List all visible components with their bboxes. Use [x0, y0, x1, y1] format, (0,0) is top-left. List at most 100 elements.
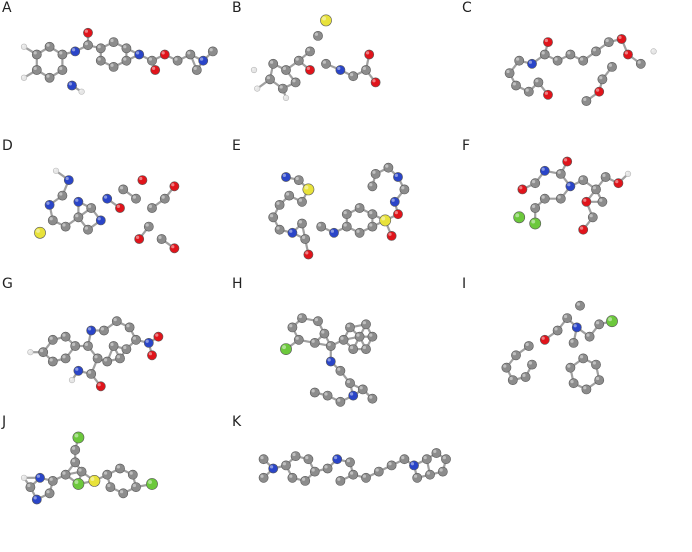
panel-h: H	[230, 276, 460, 414]
atom	[287, 322, 298, 333]
atom	[571, 322, 582, 333]
atom	[250, 66, 258, 74]
atom	[172, 55, 183, 66]
atom-highlight	[148, 57, 152, 61]
atom-highlight	[113, 317, 117, 322]
atom	[268, 463, 279, 474]
atom-highlight	[541, 336, 545, 340]
molecule-model	[280, 313, 378, 407]
atom	[594, 86, 605, 97]
molecule-model	[513, 156, 632, 235]
atom	[44, 41, 55, 52]
atom-highlight	[519, 186, 523, 190]
atom	[268, 58, 279, 69]
atom-highlight	[148, 352, 152, 356]
atom	[63, 175, 74, 185]
atom	[409, 460, 419, 471]
atom-highlight	[135, 51, 140, 55]
atom	[191, 65, 202, 75]
atom-highlight	[327, 358, 331, 362]
atom	[581, 196, 592, 207]
atoms	[513, 156, 632, 235]
atom	[348, 469, 359, 480]
atom	[600, 172, 611, 182]
atom	[297, 313, 307, 323]
atom-highlight	[49, 336, 53, 340]
atom-highlight	[525, 342, 529, 346]
atom	[335, 476, 346, 486]
atom-highlight	[298, 198, 302, 202]
atom	[539, 334, 550, 345]
atom-highlight	[171, 183, 175, 187]
atom	[552, 325, 563, 336]
atom-highlight	[103, 358, 108, 362]
atom-highlight	[269, 214, 274, 218]
atom	[539, 165, 550, 176]
panel-f: F	[460, 138, 690, 276]
atom	[52, 167, 60, 174]
atom-highlight	[78, 468, 82, 472]
atom	[20, 74, 28, 81]
atom	[504, 68, 515, 78]
atom	[159, 49, 170, 60]
atom-highlight	[413, 474, 418, 478]
panel-label: I	[462, 276, 467, 292]
atom	[341, 209, 352, 220]
atom	[523, 86, 534, 97]
atom	[134, 234, 145, 244]
atom	[616, 34, 627, 44]
atom	[300, 234, 311, 244]
atom	[623, 49, 633, 60]
atom-highlight	[284, 95, 286, 98]
atom-highlight	[79, 89, 82, 92]
atom	[367, 209, 378, 220]
atom	[520, 372, 531, 382]
atom	[361, 319, 371, 330]
atom	[147, 350, 157, 361]
molecule-model	[268, 162, 410, 260]
atom-highlight	[439, 468, 443, 472]
atom	[44, 200, 55, 210]
atom-highlight	[512, 352, 516, 356]
atom	[555, 193, 566, 204]
atom-highlight	[282, 66, 286, 70]
atom-highlight	[116, 465, 120, 469]
atom-highlight	[84, 342, 88, 346]
atom-highlight	[583, 97, 587, 101]
atom	[578, 224, 589, 235]
atom	[111, 316, 122, 327]
atom-highlight	[327, 342, 331, 346]
atom	[321, 58, 331, 69]
atom	[325, 341, 336, 351]
atom	[565, 49, 576, 60]
atom-highlight	[369, 333, 373, 337]
atom	[303, 454, 314, 465]
atom	[95, 381, 106, 392]
atom-highlight	[110, 342, 114, 346]
panel-label: C	[462, 0, 472, 16]
atom	[335, 65, 346, 75]
atom	[277, 83, 288, 94]
atom-highlight	[557, 170, 561, 174]
atom-highlight	[304, 185, 309, 190]
atom-highlight	[75, 367, 79, 371]
atom	[31, 494, 42, 505]
atom	[309, 338, 320, 348]
atom-highlight	[298, 220, 302, 224]
atom-highlight	[87, 327, 92, 331]
atom-highlight	[295, 336, 299, 340]
panel-label: B	[232, 0, 242, 16]
atom-highlight	[75, 198, 79, 202]
atom	[309, 466, 320, 477]
atom	[121, 344, 132, 354]
atom-highlight	[362, 474, 366, 478]
atom	[281, 460, 291, 471]
atom	[47, 476, 58, 486]
panel-label: D	[2, 138, 13, 154]
atom	[297, 218, 307, 229]
atom-highlight	[528, 60, 532, 64]
atom-highlight	[306, 48, 310, 52]
panel-b: B	[230, 0, 460, 138]
atom	[603, 37, 614, 47]
atom	[529, 217, 542, 230]
